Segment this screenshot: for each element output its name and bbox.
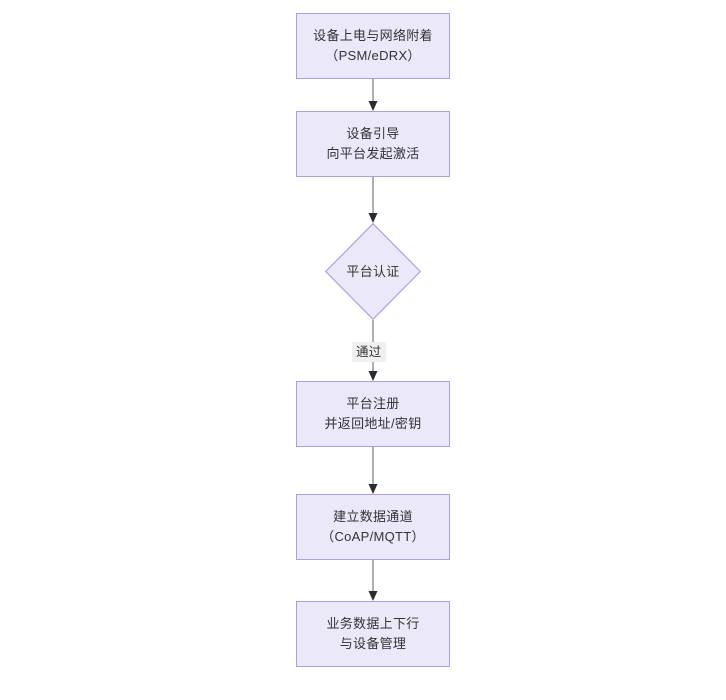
node-bootstrap-line-2: 向平台发起激活 — [326, 146, 420, 161]
node-bootstrap[interactable]: 设备引导 向平台发起激活 — [296, 111, 450, 177]
edge-bootstrap-to-auth — [368, 177, 378, 223]
diamond-shape-icon — [325, 223, 421, 320]
node-register[interactable]: 平台注册 并返回地址/密钥 — [296, 381, 450, 447]
node-power-attach-line-1: 设备上电与网络附着 — [313, 28, 433, 43]
node-auth-label: 平台认证 — [346, 263, 400, 279]
node-channel-line-1: 建立数据通道 — [333, 509, 413, 524]
node-channel[interactable]: 建立数据通道 （CoAP/MQTT） — [296, 494, 450, 560]
node-power-attach-line-2: （PSM/eDRX） — [325, 48, 421, 63]
node-register-line-2: 并返回地址/密钥 — [324, 416, 422, 431]
node-auth-decision[interactable]: 平台认证 — [325, 223, 421, 320]
edge-power-attach-to-bootstrap — [368, 79, 378, 111]
node-business[interactable]: 业务数据上下行 与设备管理 — [296, 601, 450, 667]
node-business-line-1: 业务数据上下行 — [326, 616, 420, 631]
node-power-attach[interactable]: 设备上电与网络附着 （PSM/eDRX） — [296, 13, 450, 79]
node-business-line-2: 与设备管理 — [339, 636, 407, 651]
edge-channel-to-business — [368, 560, 378, 601]
node-bootstrap-line-1: 设备引导 — [346, 126, 400, 141]
node-channel-line-2: （CoAP/MQTT） — [321, 529, 425, 544]
edge-register-to-channel — [368, 447, 378, 494]
edge-label-pass: 通过 — [352, 342, 386, 362]
node-register-line-1: 平台注册 — [346, 396, 400, 411]
